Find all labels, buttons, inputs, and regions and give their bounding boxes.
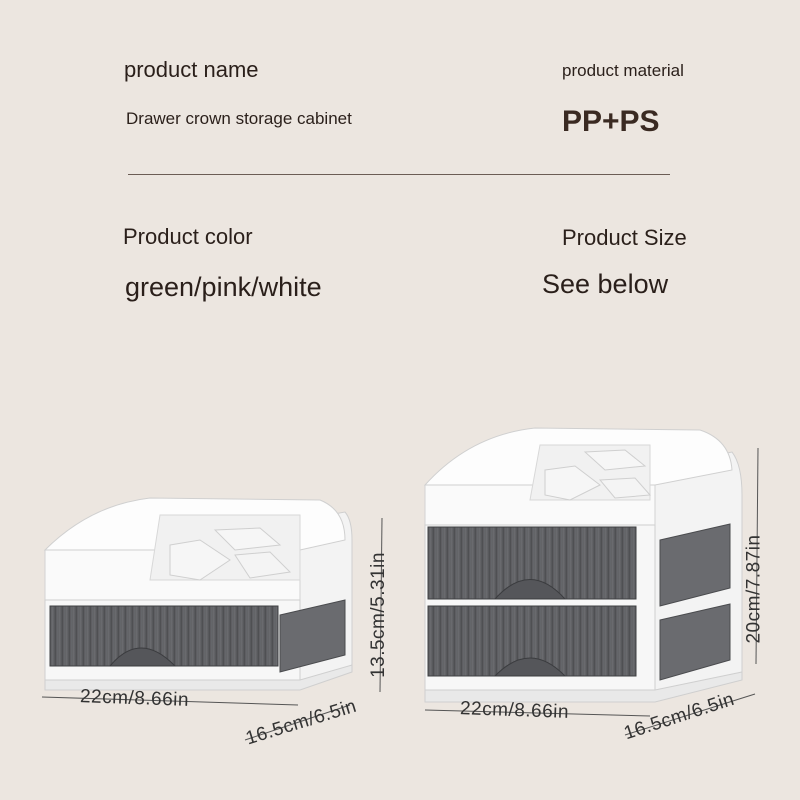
product-size-heading: Product Size [562,225,687,250]
small-cabinet [43,497,353,691]
product-color-value: green/pink/white [125,272,322,302]
product-color-heading: Product color [123,224,253,249]
small-height-label: 13.5cm/5.31in [367,552,389,678]
large-height-label: 20cm/7.87in [743,534,765,644]
small-width-label: 22cm/8.66in [79,686,190,711]
dimension-lines [41,447,759,741]
large-cabinet [423,427,743,703]
product-size-value: See below [542,269,669,299]
product-name-heading: product name [124,57,259,82]
product-material-heading: product material [562,61,684,80]
product-material-value: PP+PS [562,105,660,138]
large-width-label: 22cm/8.66in [459,698,570,723]
section-divider [128,174,670,175]
product-name-value: Drawer crown storage cabinet [126,109,352,128]
